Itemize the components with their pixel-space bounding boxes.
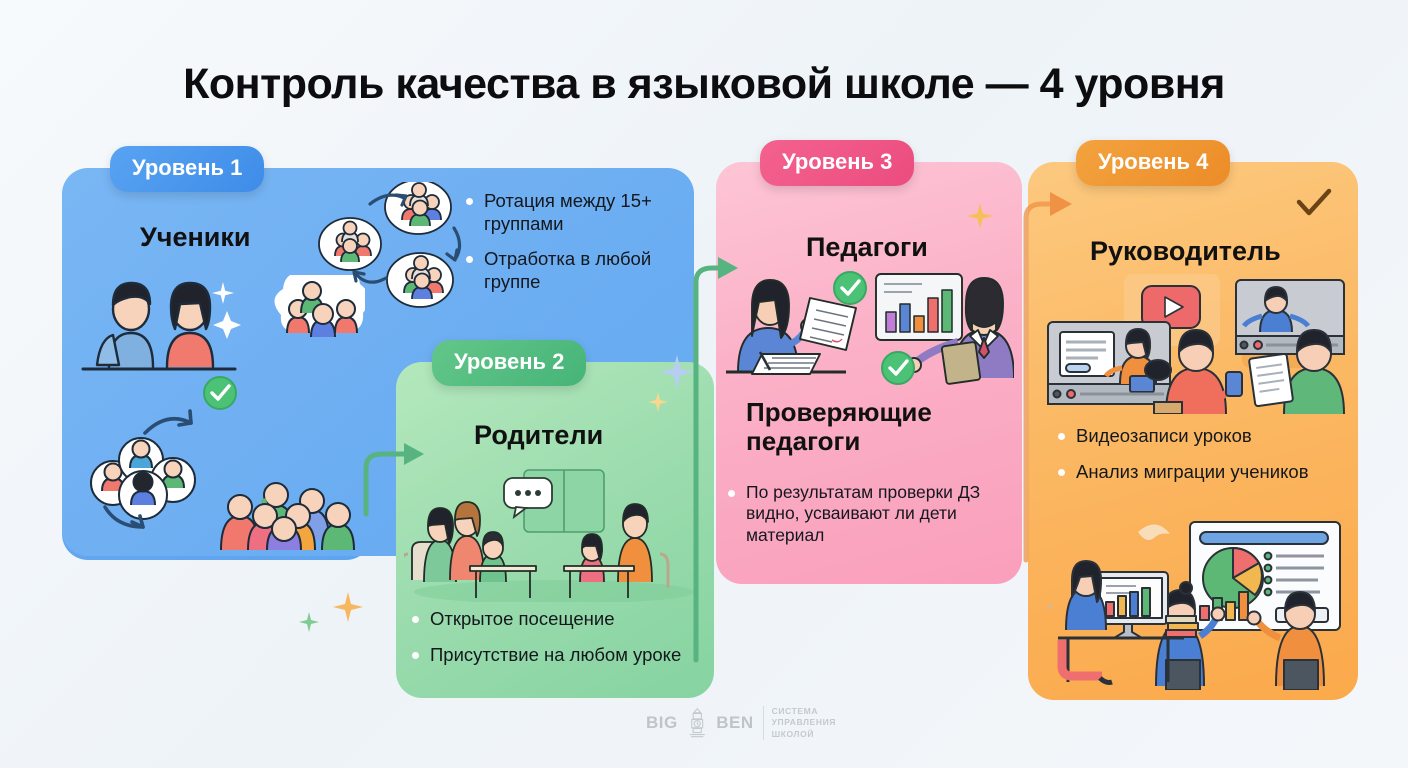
sparkle-icon (648, 392, 668, 412)
sparkle-icon (299, 612, 319, 632)
parents-meeting-illustration (404, 469, 694, 602)
bullet-list-head: Видеозаписи уроков Анализ миграции учени… (1056, 425, 1356, 496)
group-rotation-illustration (318, 182, 462, 308)
video-lessons-illustration (1047, 274, 1345, 414)
sparkle-icon (333, 592, 363, 622)
card-title-teachers: Педагоги (806, 232, 928, 262)
card-subtitle-checking-teachers: Проверяющие педагоги (746, 397, 932, 457)
big-ben-tower-icon (689, 707, 705, 738)
badge-level-4: Уровень 4 (1076, 140, 1231, 186)
sparkle-icon (660, 355, 694, 389)
bullet-list-parents: Открытое посещение Присутствие на любом … (410, 608, 698, 679)
badge-level-2: Уровень 2 (432, 340, 587, 386)
logo-word-big: BIG (646, 713, 678, 732)
connector-arrow-3-to-4 (1023, 192, 1072, 563)
logo-tagline-line-3: ШКОЛОЙ (771, 728, 815, 739)
card-title-head: Руководитель (1090, 236, 1281, 266)
footer-logo: BIG BEN СИСТЕМА УПРАВЛЕНИЯ ШКОЛОЙ (646, 694, 836, 752)
list-item: Анализ миграции учеников (1056, 461, 1356, 484)
list-item: Видеозаписи уроков (1056, 425, 1356, 448)
sparkle-icon (212, 282, 234, 304)
logo-tagline: СИСТЕМА УПРАВЛЕНИЯ ШКОЛОЙ (762, 705, 836, 741)
page-title: Контроль качества в языковой школе — 4 у… (183, 60, 1225, 108)
logo-tagline-line-1: СИСТЕМА (771, 705, 819, 716)
connector-arrow-2-to-3 (693, 257, 738, 663)
teacher-checking-illustration (726, 271, 1014, 385)
students-illustration (81, 275, 365, 550)
sparkle-icon (967, 203, 993, 229)
bullet-list-checking-teachers: По результатам проверки ДЗ видно, усваив… (726, 482, 1016, 559)
checkmark-icon (1296, 188, 1332, 216)
connector-arrow-1-to-2 (363, 443, 424, 517)
list-item: По результатам проверки ДЗ видно, усваив… (726, 482, 1016, 546)
list-item: Отработка в любой группе (464, 248, 669, 293)
card-title-students: Ученики (140, 222, 251, 252)
list-item: Ротация между 15+ группами (464, 190, 669, 235)
bullet-list-students: Ротация между 15+ группами Отработка в л… (464, 190, 669, 306)
analytics-illustration (1048, 521, 1341, 690)
list-item: Открытое посещение (410, 608, 698, 631)
list-item: Присутствие на любом уроке (410, 644, 698, 667)
logo-word-ben: BEN (716, 713, 754, 732)
badge-level-1: Уровень 1 (110, 146, 265, 192)
badge-level-3: Уровень 3 (760, 140, 915, 186)
card-title-parents: Родители (474, 420, 604, 450)
logo-tagline-line-2: УПРАВЛЕНИЯ (771, 717, 836, 728)
